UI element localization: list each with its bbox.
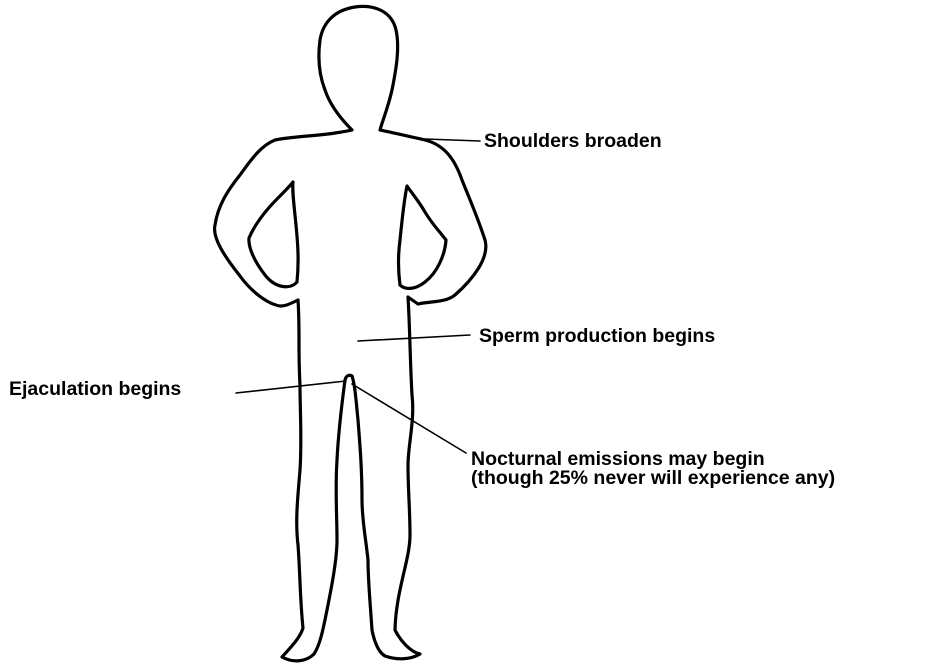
male-figure-outline [215, 6, 486, 660]
shoulders-leader-line [425, 139, 480, 141]
shoulders-label: Shoulders broaden [484, 131, 662, 151]
sperm-leader-line [358, 335, 470, 341]
ejaculation-label: Ejaculation begins [9, 379, 181, 399]
left-arm-gap-outline [249, 182, 298, 287]
nocturnal-emissions-note: (though 25% never will experience any) [471, 468, 835, 488]
sperm-production-label: Sperm production begins [479, 326, 715, 346]
nocturnal-emissions-label: Nocturnal emissions may begin [471, 449, 765, 469]
ejaculation-leader-line [236, 381, 346, 393]
right-arm-gap-outline [399, 186, 447, 288]
